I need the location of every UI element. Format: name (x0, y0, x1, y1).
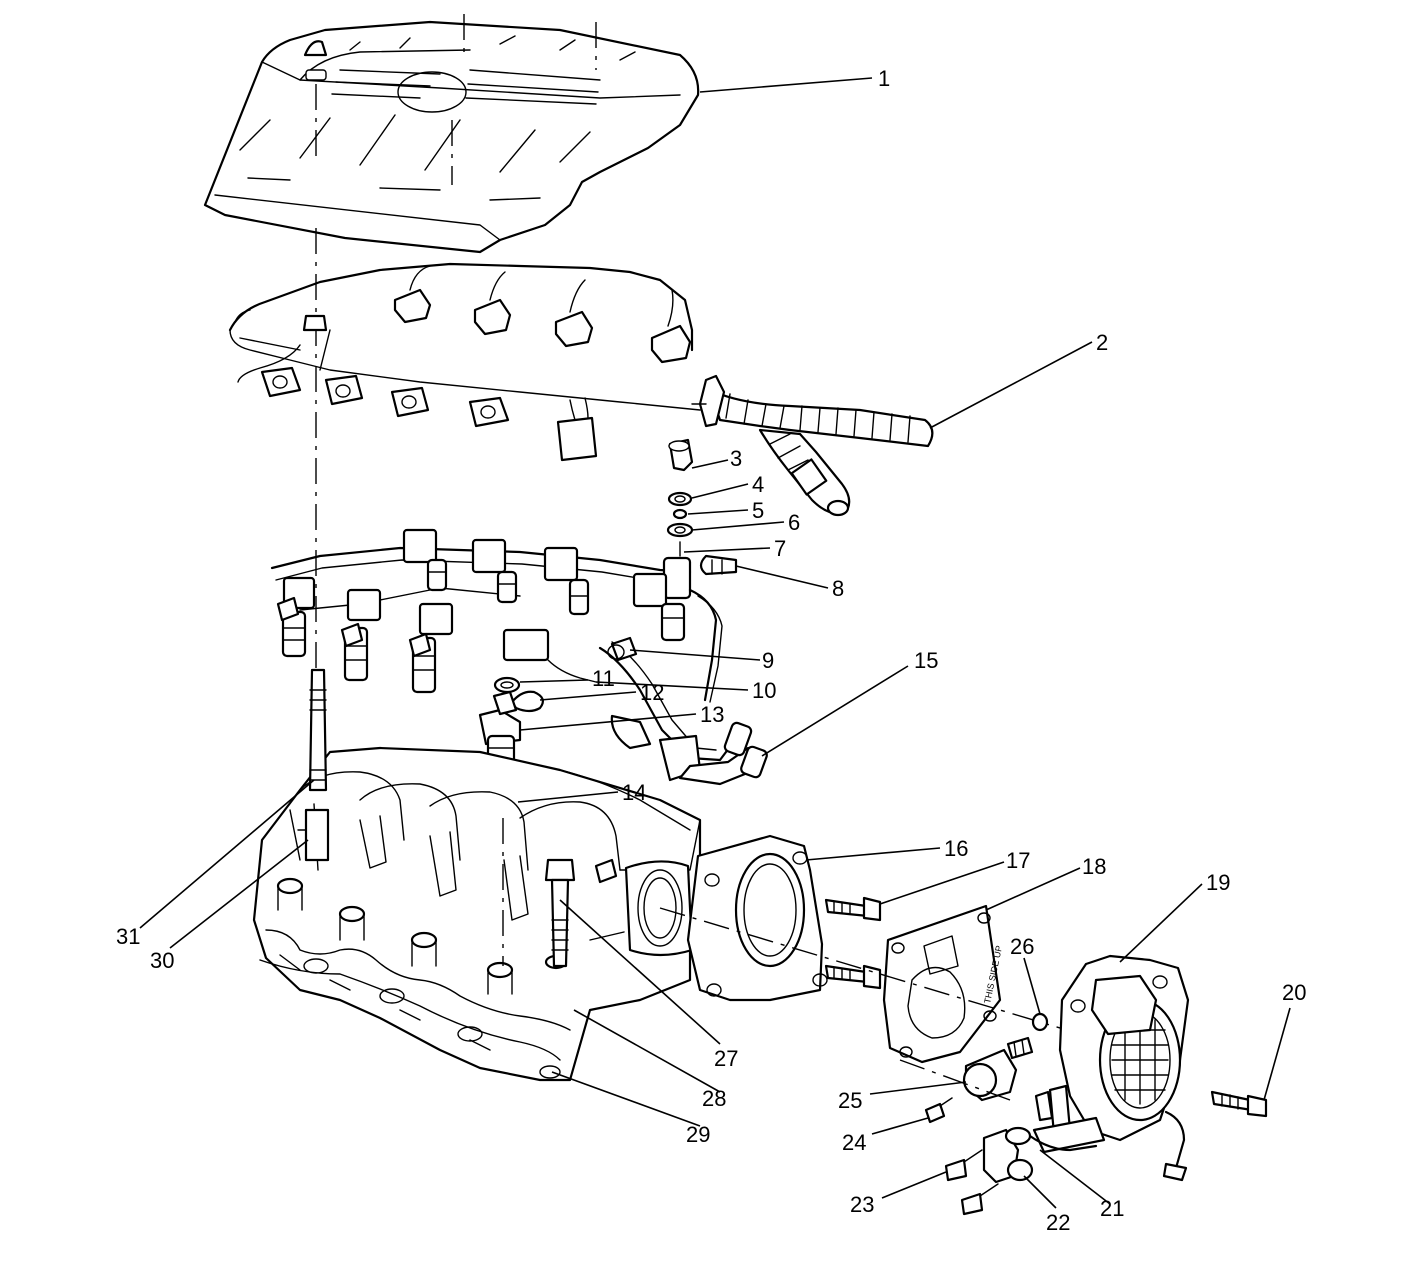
iac-screws-23 (944, 1149, 999, 1216)
callout-14: 14 (622, 780, 646, 805)
throttle-spacer-16 (686, 834, 828, 1002)
callout-11: 11 (592, 666, 615, 691)
fuel-pressure-parts (666, 438, 738, 576)
callout-2: 2 (1096, 330, 1108, 355)
callout-6: 6 (788, 510, 800, 535)
engine-cover (203, 14, 700, 254)
callout-17: 17 (1006, 848, 1030, 873)
callout-8: 8 (832, 576, 844, 601)
wiring-harness (228, 262, 934, 517)
callout-labels: 1 2 3 4 5 6 7 8 9 10 11 12 13 14 15 16 1… (116, 66, 1306, 1235)
fuel-feed-pipe (598, 641, 768, 786)
callout-25: 25 (838, 1088, 862, 1113)
tps-screw-24 (924, 1097, 953, 1124)
callout-12: 12 (640, 680, 664, 705)
spacer-bolts-17 (824, 896, 882, 990)
callout-23: 23 (850, 1192, 874, 1217)
callout-19: 19 (1206, 870, 1230, 895)
fuel-rail-clip (699, 554, 738, 576)
callout-28: 28 (702, 1086, 726, 1111)
throttle-body-19 (1032, 954, 1190, 1182)
callout-27: 27 (714, 1046, 738, 1071)
intake-manifold (252, 746, 702, 1082)
iac-valve-22 (982, 1126, 1034, 1184)
callout-24: 24 (842, 1130, 866, 1155)
callout-20: 20 (1282, 980, 1306, 1005)
oring-26 (1031, 1012, 1049, 1032)
tps-sensor-25 (962, 1036, 1034, 1102)
callout-7: 7 (774, 536, 786, 561)
cover-grommet (302, 314, 328, 332)
harness-connector-lower (260, 366, 598, 462)
manifold-bolt-27 (544, 858, 576, 968)
callout-3: 3 (730, 446, 742, 471)
callout-5: 5 (752, 498, 764, 523)
callout-10: 10 (752, 678, 776, 703)
callout-30: 30 (150, 948, 174, 973)
seal-ring-5 (672, 508, 688, 520)
callout-15: 15 (914, 648, 938, 673)
fuel-rail (270, 528, 768, 786)
callout-31: 31 (116, 924, 140, 949)
callout-18: 18 (1082, 854, 1106, 879)
harness-connector-upper (393, 265, 692, 364)
callout-22: 22 (1046, 1210, 1070, 1235)
harness-conduit (691, 374, 934, 517)
callout-26: 26 (1010, 934, 1034, 959)
throttle-gasket-18: THIS SIDE UP (882, 904, 1004, 1064)
manifold-stud-31 (304, 668, 330, 862)
stud-spacer-30 (304, 808, 330, 862)
callout-13: 13 (700, 702, 724, 727)
callout-21: 21 (1100, 1196, 1124, 1221)
callout-16: 16 (944, 836, 968, 861)
callout-29: 29 (686, 1122, 710, 1147)
throttle-bolt-20 (1210, 1090, 1268, 1118)
fuel-injector-set (276, 528, 686, 694)
callout-1: 1 (878, 66, 890, 91)
callout-4: 4 (752, 472, 764, 497)
callout-9: 9 (762, 648, 774, 673)
leader-lines (139, 77, 1291, 1209)
injector-clip-12 (510, 690, 544, 713)
coolant-fitting-21 (1028, 1090, 1098, 1152)
